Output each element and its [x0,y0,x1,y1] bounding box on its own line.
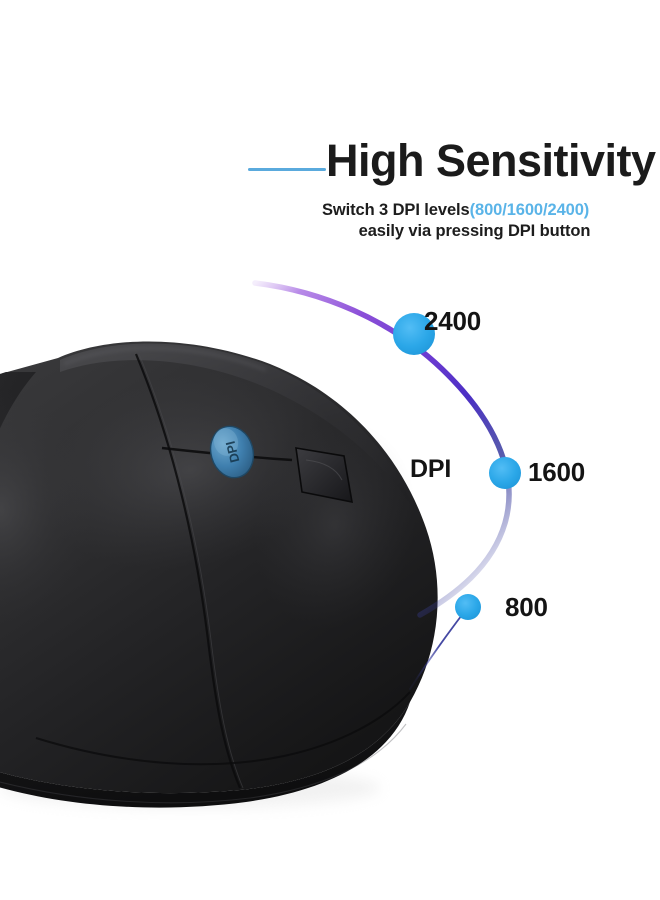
mouse-top-edge-light [63,347,267,371]
dpi-arc-tail [409,606,469,690]
mouse-base [0,702,410,808]
page-title: High Sensitivity [326,135,656,186]
dpi-button-gloss [213,428,239,456]
title-accent-rule [248,168,326,171]
mouse-thumb-rest [0,372,36,429]
mouse-seam-lower [35,691,411,766]
scroll-wheel-outline [295,447,353,504]
marker-2400-label: 2400 [424,306,482,336]
shoulder-highlight [253,420,417,630]
scroll-wheel-icon [305,459,343,481]
dpi-arc-main [252,280,512,618]
subtitle-line-1: Switch 3 DPI levels(800/1600/2400) [300,200,635,221]
mouse-seam-main-highlight [138,353,244,789]
marker-2400-dot[interactable] [393,313,435,355]
scroll-wheel-recess [296,448,352,502]
subtitle-block: Switch 3 DPI levels(800/1600/2400) easil… [300,200,635,243]
marker-800-dot[interactable] [455,594,481,620]
subtitle-line-1-text: Switch 3 DPI levels [322,201,470,219]
dpi-button-label: DPI [223,440,243,465]
dpi-arc-diagram [252,280,521,690]
mouse-base-rim [0,723,407,804]
product-image-vertical-mouse: DPI [0,341,438,808]
marker-800-label: 800 [505,592,548,622]
dpi-button[interactable] [205,421,260,483]
dpi-center-label: DPI [410,455,452,483]
marker-1600-dot[interactable] [489,457,521,489]
mouse-seam-main [134,353,242,789]
subtitle-dpi-values: (800/1600/2400) [469,201,590,219]
marker-1600-label: 1600 [528,457,586,487]
subtitle-line-2: easily via pressing DPI button [358,222,591,241]
